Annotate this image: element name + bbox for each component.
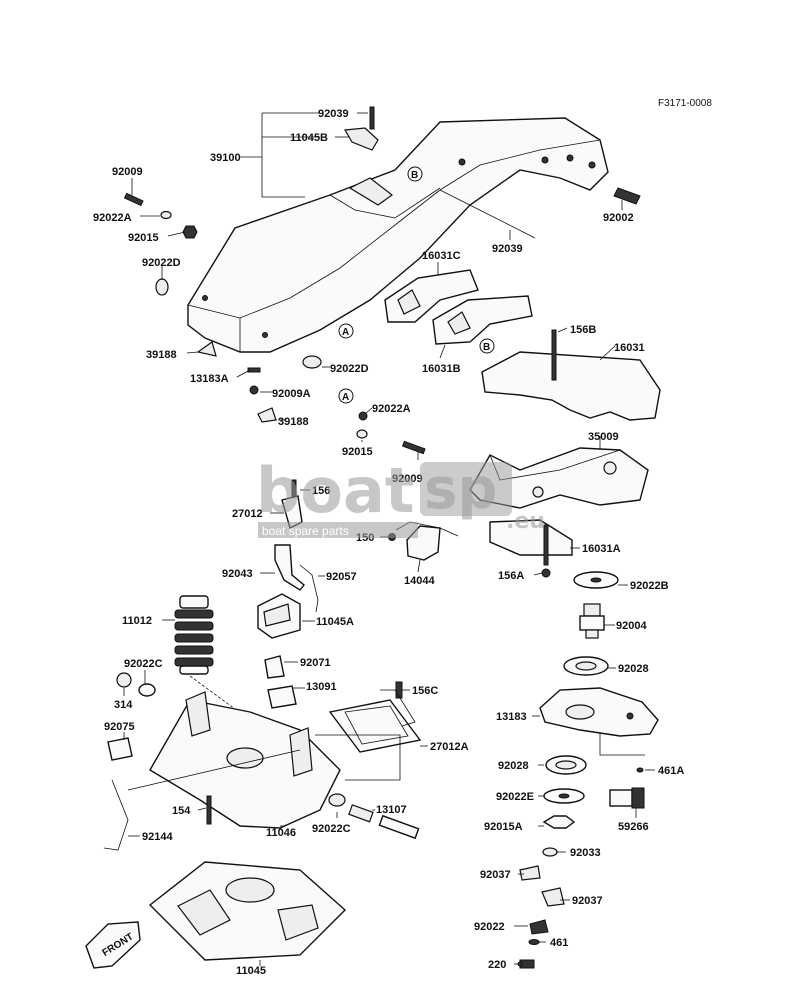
label-92043: 92043 xyxy=(222,568,253,580)
label-16031: 16031 xyxy=(614,342,645,354)
label-11045b: 11045B xyxy=(290,132,328,144)
label-16031b: 16031B xyxy=(422,363,461,375)
part-13091 xyxy=(267,685,297,709)
label-92144: 92144 xyxy=(142,831,173,843)
svg-text:A: A xyxy=(342,327,349,338)
label-92028-bottom: 92028 xyxy=(498,760,529,772)
nut-92015a xyxy=(542,815,576,829)
label-27012a: 27012A xyxy=(430,741,469,753)
label-156c: 156C xyxy=(412,685,438,697)
label-92022d-bottom: 92022D xyxy=(330,363,369,375)
label-39188-a: 39188 xyxy=(146,349,177,361)
callout-a-2: A xyxy=(338,388,354,404)
label-92015a: 92015A xyxy=(484,821,523,833)
label-13107: 13107 xyxy=(376,804,407,816)
label-92075: 92075 xyxy=(104,721,135,733)
label-14044: 14044 xyxy=(404,575,435,587)
small-parts-left xyxy=(103,672,420,851)
watermark-logo: boat sp .eu boat spare parts xyxy=(256,454,545,538)
label-92022c-bottom: 92022C xyxy=(312,823,351,835)
label-13183a: 13183A xyxy=(190,373,229,385)
label-11046: 11046 xyxy=(266,827,296,839)
label-92009-mid: 92009 xyxy=(392,473,423,485)
leader-lines xyxy=(123,112,655,966)
label-92057: 92057 xyxy=(326,571,357,583)
label-461a: 461A xyxy=(658,765,684,777)
small-parts-right xyxy=(517,767,644,969)
pad-16031c xyxy=(384,269,479,323)
handle-pole-39100 xyxy=(187,117,609,353)
label-92071: 92071 xyxy=(300,657,331,669)
label-92022c-top: 92022C xyxy=(124,658,163,670)
label-92022b: 92022B xyxy=(630,580,669,592)
base-plate-11045 xyxy=(148,861,347,961)
part-labels: 92039 11045B 39100 92009 92022A 92015 92… xyxy=(93,108,684,977)
label-27012: 27012 xyxy=(232,508,263,520)
label-92015-top: 92015 xyxy=(128,232,159,244)
label-16031c: 16031C xyxy=(422,250,461,262)
callout-b-2: B xyxy=(479,338,495,354)
callout-a-1: A xyxy=(338,323,354,339)
label-13183: 13183 xyxy=(496,711,527,723)
label-92022a-top: 92022A xyxy=(93,212,132,224)
label-39100: 39100 xyxy=(210,152,241,164)
watermark-suffix: .eu xyxy=(506,509,545,534)
pad-16031a xyxy=(489,519,573,578)
label-11012: 11012 xyxy=(122,615,152,627)
label-11045a: 11045A xyxy=(316,616,354,628)
label-92022: 92022 xyxy=(474,921,505,933)
label-16031a: 16031A xyxy=(582,543,621,555)
label-92009a: 92009A xyxy=(272,388,311,400)
label-92039-mid: 92039 xyxy=(492,243,523,255)
label-154: 154 xyxy=(172,805,191,817)
svg-text:A: A xyxy=(342,392,349,403)
label-92009-top: 92009 xyxy=(112,166,143,178)
label-92022e: 92022E xyxy=(496,791,534,803)
label-35009: 35009 xyxy=(588,431,619,443)
label-59266: 59266 xyxy=(618,821,649,833)
label-92028-top: 92028 xyxy=(618,663,649,675)
part-92071 xyxy=(264,655,285,679)
label-92037-a: 92037 xyxy=(480,869,511,881)
label-92022d-top: 92022D xyxy=(142,257,181,269)
label-461: 461 xyxy=(550,937,568,949)
label-92022a-mid: 92022A xyxy=(372,403,411,415)
plate-13183 xyxy=(539,687,659,737)
label-156b: 156B xyxy=(570,324,596,336)
fitting-92004 xyxy=(579,603,605,639)
label-11045: 11045 xyxy=(236,965,266,977)
cable-92043 xyxy=(274,544,319,613)
label-92033: 92033 xyxy=(570,847,601,859)
label-220: 220 xyxy=(488,959,506,971)
svg-text:B: B xyxy=(411,170,418,181)
label-13091: 13091 xyxy=(306,681,337,693)
pad-16031b xyxy=(432,295,533,345)
label-92004: 92004 xyxy=(616,620,647,632)
label-92039-top: 92039 xyxy=(318,108,349,120)
callout-b-1: B xyxy=(407,166,423,182)
watermark-brand-left: boat xyxy=(256,454,414,527)
label-92002: 92002 xyxy=(603,212,634,224)
connector-59266 xyxy=(609,787,645,809)
watermark-tagline: boat spare parts xyxy=(262,524,349,538)
bracket-11045a xyxy=(257,593,301,639)
label-314: 314 xyxy=(114,699,133,711)
bolt-156c xyxy=(395,681,403,699)
handle-27012a xyxy=(328,689,422,753)
label-156a: 156A xyxy=(498,570,524,582)
bellows-11012 xyxy=(174,595,251,721)
label-92037-b: 92037 xyxy=(572,895,603,907)
cover-16031 xyxy=(481,329,661,421)
front-arrow: FRONT xyxy=(85,921,141,969)
fasteners-top xyxy=(123,106,641,455)
svg-text:B: B xyxy=(483,342,490,353)
diagram-ref-code: F3171-0008 xyxy=(658,98,712,109)
label-156: 156 xyxy=(312,485,330,497)
label-92015-mid: 92015 xyxy=(342,446,373,458)
label-39188-b: 39188 xyxy=(278,416,309,428)
housing-11046 xyxy=(149,691,341,829)
watermark-brand-right: sp xyxy=(424,457,497,522)
